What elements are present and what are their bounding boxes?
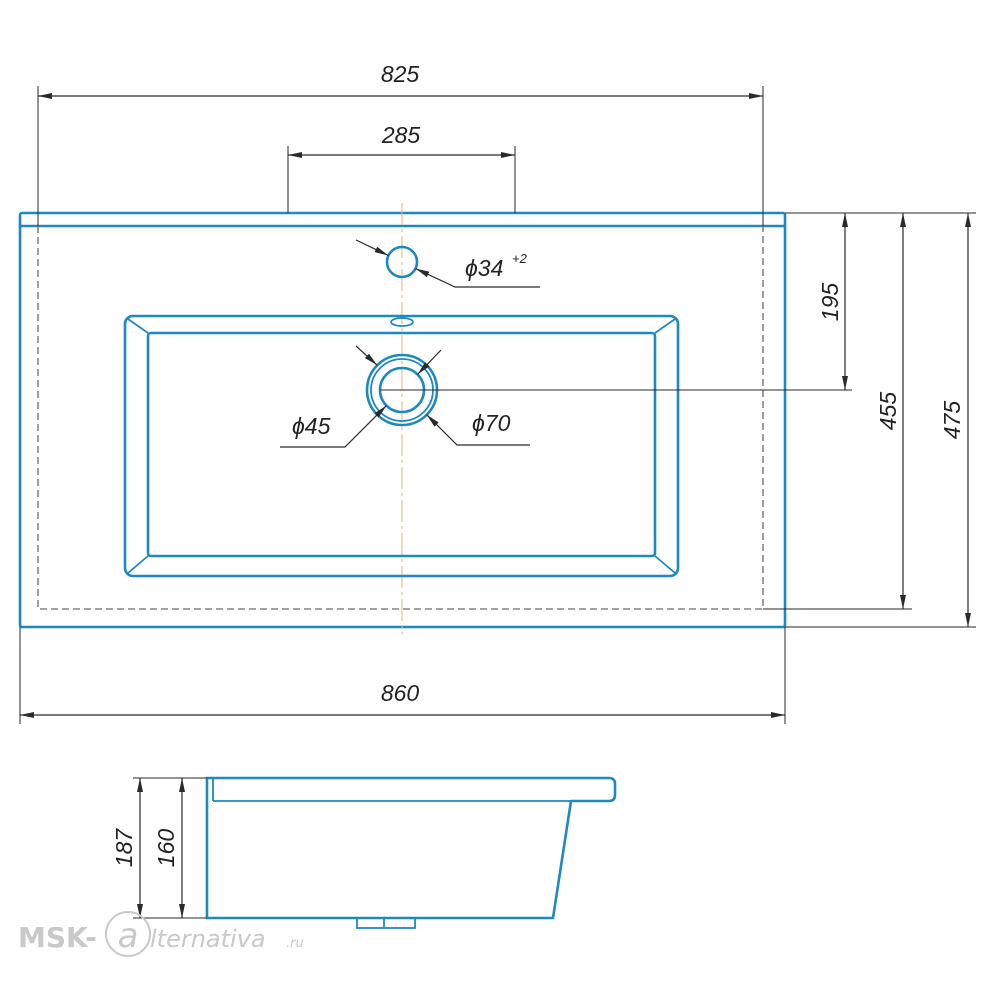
- dimension-label-faucet-span: 285: [381, 122, 421, 148]
- dimension-label-top-width: 825: [381, 61, 420, 87]
- dimension-label-total-depth: 475: [939, 401, 965, 440]
- drain-inner-label: ϕ45: [292, 413, 331, 439]
- watermark-logo-letter: a: [118, 916, 139, 956]
- faucet-hole-label: ϕ34: [465, 255, 503, 281]
- drain-inner-leader: [280, 405, 387, 448]
- drain-outer-label: ϕ70: [472, 410, 511, 436]
- cabinet-dashed-outline: [37, 226, 764, 610]
- basin-corner-line: [654, 318, 676, 334]
- watermark-prefix: MSK-: [18, 921, 97, 954]
- watermark-logo-ring: [105, 911, 151, 957]
- drain-outer-leader: [426, 414, 530, 446]
- faucet-hole-leader: [415, 267, 540, 288]
- faucet-hole: [385, 245, 419, 279]
- top-view: ϕ34 +2 ϕ45 ϕ70 825 285 195 455: [18, 61, 976, 724]
- basin-outer-edge: [123, 314, 680, 578]
- watermark-name: lternativa: [150, 925, 266, 953]
- drain-outer-arrow: [355, 345, 378, 366]
- drain-outlet: [356, 917, 416, 929]
- dimension-label-bowl-height: 160: [153, 829, 179, 868]
- side-view: 187 160: [111, 776, 617, 929]
- basin-corner-line: [127, 555, 149, 574]
- overflow-slot: [390, 317, 414, 327]
- dimension-label-total-height: 187: [111, 828, 137, 868]
- watermark: MSK- a lternativa .ru: [18, 911, 304, 957]
- watermark-tld: .ru: [286, 936, 304, 951]
- dimension-label-drain-offset: 195: [817, 283, 843, 322]
- dimension-label-total-width: 860: [381, 680, 420, 706]
- sink-side-profile: [205, 776, 617, 920]
- basin-corner-line: [654, 555, 676, 574]
- faucet-hole-tolerance: +2: [512, 251, 528, 266]
- basin-corner-line: [127, 318, 149, 334]
- basin-inner-bottom: [146, 331, 657, 558]
- drain-inner-arrow: [417, 349, 442, 375]
- faucet-hole-arrow: [355, 239, 389, 257]
- dimension-label-inner-depth: 455: [875, 392, 901, 431]
